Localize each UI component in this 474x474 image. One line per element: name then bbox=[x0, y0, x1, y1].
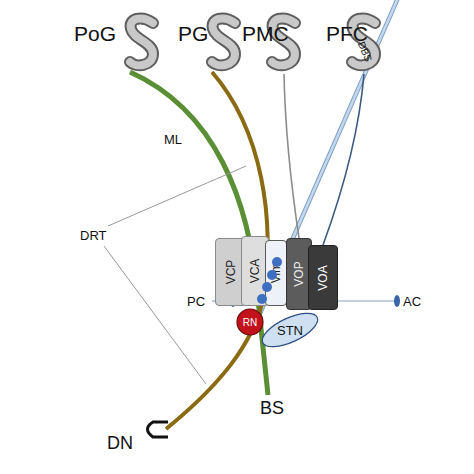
nucleus-label: VOA bbox=[316, 265, 330, 290]
nucleus-label: VCA bbox=[248, 259, 262, 284]
gyrus-shape bbox=[122, 14, 162, 74]
ac-leader bbox=[338, 300, 396, 301]
anatomy-label: DRT bbox=[80, 228, 106, 243]
projection-line bbox=[284, 74, 299, 238]
nucleus-label: VOP bbox=[292, 261, 306, 286]
nucleus-circle: RN bbox=[236, 308, 264, 336]
nucleus-label: VCP bbox=[224, 260, 238, 285]
gyrus-label: PoG bbox=[74, 22, 116, 46]
dbs-lead-outline bbox=[258, 0, 398, 318]
gyrus-shape bbox=[204, 14, 244, 74]
dentate-nucleus-symbol bbox=[148, 422, 169, 437]
gyrus-label: PMC bbox=[242, 22, 289, 46]
projection-line bbox=[323, 74, 364, 245]
nucleus-label: Vim bbox=[269, 263, 283, 283]
gyrus-label: PG bbox=[178, 22, 208, 46]
nucleus-box: VOA bbox=[308, 245, 338, 310]
nucleus-box: Vim bbox=[265, 240, 287, 306]
anatomy-label: BS bbox=[260, 398, 284, 419]
anatomy-label: ML bbox=[164, 132, 182, 147]
anatomy-label: AC bbox=[403, 294, 421, 309]
nucleus-label: RN bbox=[243, 317, 257, 328]
gyrus-node: PG bbox=[204, 14, 244, 74]
leader-line bbox=[104, 246, 206, 384]
anatomy-label: PC bbox=[187, 294, 205, 309]
dbs-lead bbox=[258, 0, 398, 318]
gyrus-node: PMC bbox=[264, 14, 304, 74]
medial-lemniscus-tract bbox=[130, 72, 268, 395]
leader-line bbox=[108, 166, 246, 226]
ac-marker bbox=[394, 295, 400, 307]
nucleus-ellipse: STN bbox=[258, 312, 322, 348]
nucleus-label: STN bbox=[277, 323, 303, 338]
gyrus-node: PoG bbox=[122, 14, 162, 74]
anatomy-label: DN bbox=[107, 433, 133, 454]
